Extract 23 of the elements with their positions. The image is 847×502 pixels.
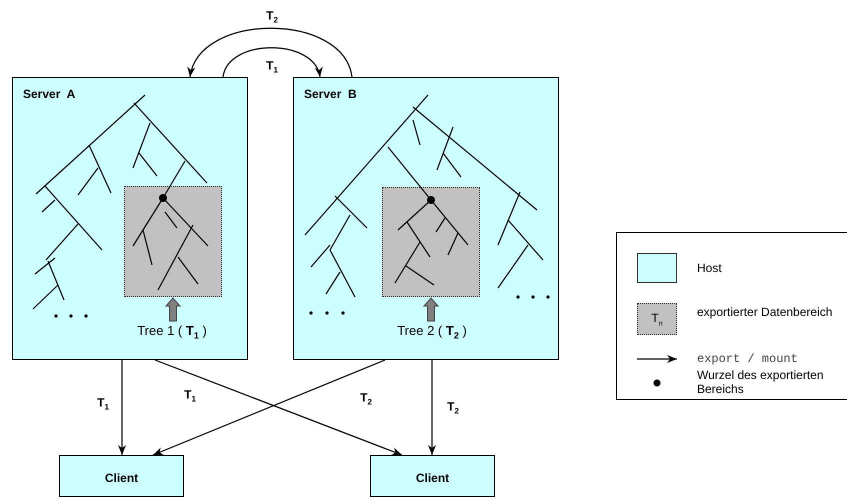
arrow [222, 47, 321, 78]
client-box [370, 455, 495, 497]
tree-caption: Tree 1 ( T$_{1}$ ) [112, 323, 232, 339]
legend-text: Wurzel des exportierten Bereichs [697, 368, 825, 396]
server-title: Server A [23, 87, 76, 101]
server-box [12, 77, 248, 360]
arrow [189, 28, 353, 78]
export-area [124, 186, 222, 297]
block-arrow [164, 297, 182, 322]
arrow [118, 360, 126, 455]
client-title: Client [414, 471, 450, 485]
tree-caption: Tree 2 ( T$_{2}$ ) [372, 323, 492, 339]
legend-text: exportierter Datenbereich [697, 305, 834, 319]
export-area [382, 187, 480, 297]
legend-text: Host [697, 261, 723, 275]
client-title: Client [104, 471, 140, 485]
arrow [428, 360, 436, 455]
server-box [293, 77, 559, 360]
legend-text: export / mount [697, 352, 799, 366]
client-box [59, 455, 184, 497]
block-arrow [422, 297, 440, 322]
server-title: Server B [304, 87, 357, 101]
legend-swatch: T$_{n}$ [637, 303, 677, 335]
